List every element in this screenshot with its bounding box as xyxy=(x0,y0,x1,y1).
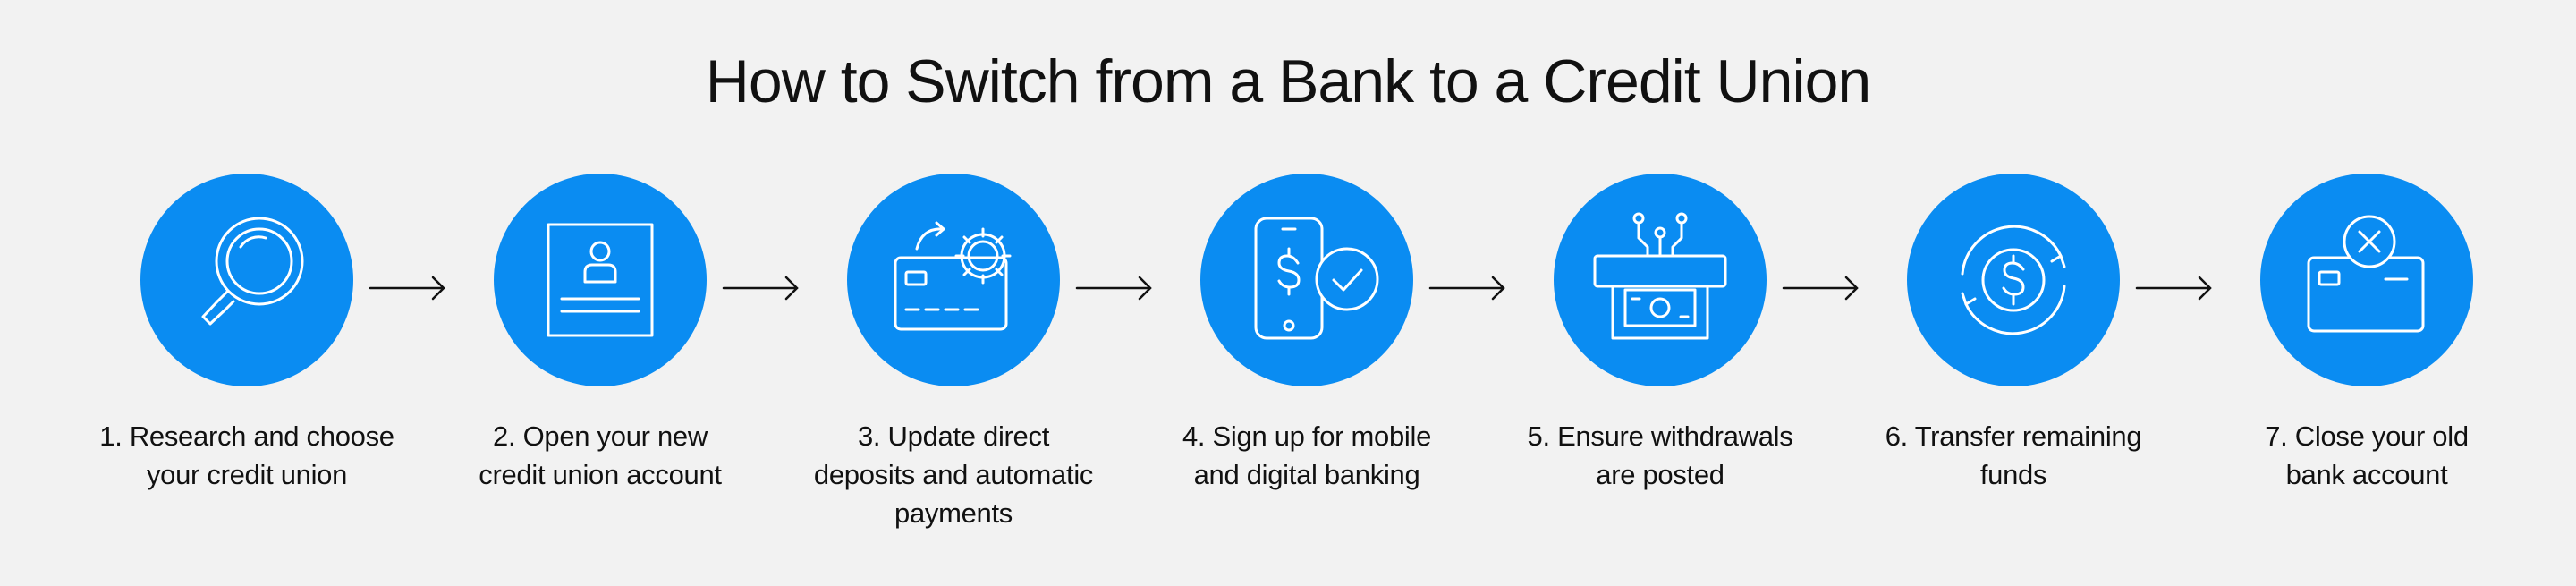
mobile-check-icon xyxy=(1254,217,1379,340)
arrow-right-icon xyxy=(1782,270,1862,306)
step-circle xyxy=(494,174,707,386)
atm-cash-icon xyxy=(1593,212,1727,340)
arrow-right-icon xyxy=(2135,270,2216,306)
arrow-right-icon xyxy=(1075,270,1156,306)
card-gear-icon xyxy=(894,221,1012,331)
step-label: 6. Transfer remaining funds xyxy=(1885,420,2142,490)
step-circle xyxy=(140,174,353,386)
page-title: How to Switch from a Bank to a Credit Un… xyxy=(705,47,1871,115)
magnifying-glass-icon xyxy=(201,217,304,326)
step-circle xyxy=(1554,174,1767,386)
step-label: 7. Close your old bank account xyxy=(2265,420,2469,490)
account-form-icon xyxy=(547,223,654,337)
arrow-right-icon xyxy=(1428,270,1509,306)
step-label: 2. Open your new credit union account xyxy=(479,420,722,490)
dollar-cycle-icon xyxy=(1961,225,2066,335)
step-label: 4. Sign up for mobile and digital bankin… xyxy=(1182,420,1432,490)
arrow-right-icon xyxy=(722,270,802,306)
step-label: 1. Research and choose your credit union xyxy=(99,420,394,490)
arrow-right-icon xyxy=(369,270,449,306)
step-circle xyxy=(847,174,1060,386)
step-circle xyxy=(1907,174,2120,386)
step-circle xyxy=(1200,174,1413,386)
step-label: 3. Update direct deposits and automatic … xyxy=(813,420,1094,529)
step-label: 5. Ensure withdrawals are posted xyxy=(1527,420,1793,490)
step-circle xyxy=(2260,174,2473,386)
card-cancel-icon xyxy=(2307,215,2425,333)
